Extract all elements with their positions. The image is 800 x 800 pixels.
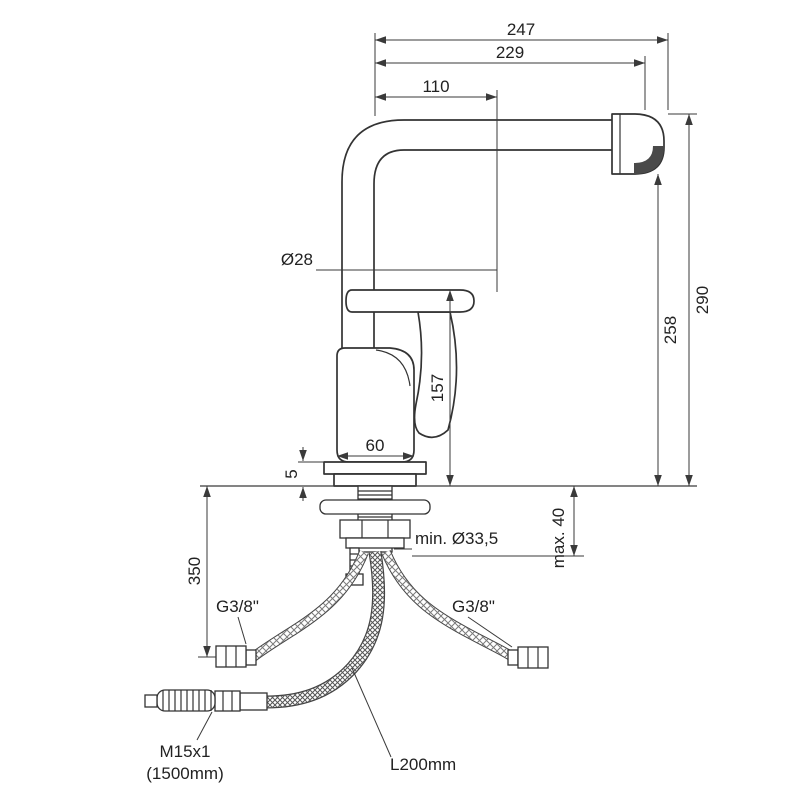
dim-label-dia28: Ø28 — [281, 250, 313, 269]
spout-pipe — [341, 119, 619, 353]
dimension-labels: 247 229 110 Ø28 290 258 157 60 5 350 min… — [146, 20, 712, 783]
dim-label-min-dia: min. Ø33,5 — [415, 529, 498, 548]
dim-label-110: 110 — [422, 77, 449, 96]
pullout-spring-guard — [156, 689, 216, 712]
washer — [345, 537, 405, 549]
hose-left-nut — [215, 645, 247, 668]
hose-left-nut-facets — [225, 646, 237, 667]
dim-label-290: 290 — [693, 286, 712, 314]
hose-right-nut — [517, 646, 549, 669]
label-l200mm: L200mm — [390, 755, 456, 774]
label-m15: M15x1 — [159, 742, 210, 761]
lock-nut — [339, 519, 411, 539]
label-1500mm: (1500mm) — [146, 764, 223, 783]
leader-m15 — [196, 711, 213, 741]
supply-hose-right — [381, 550, 549, 669]
label-g38-right: G3/8" — [452, 597, 495, 616]
shank-threads — [358, 490, 392, 518]
dim-label-60: 60 — [366, 436, 385, 455]
spray-face — [634, 146, 664, 174]
leader-g38-right — [467, 616, 513, 648]
mounting-flange — [319, 499, 431, 515]
pullout-hose — [144, 550, 386, 712]
leader-g38-left — [237, 616, 247, 645]
leader-l200 — [351, 667, 392, 758]
mixer-body — [336, 347, 415, 463]
hose-right-collar — [507, 649, 519, 666]
hose-right-nut-facets — [527, 647, 539, 668]
supply-hose-left — [215, 550, 369, 668]
pullout-collar — [239, 692, 268, 711]
base-plate-lower — [333, 473, 417, 487]
faucet-outline — [323, 113, 665, 487]
handle-top-plate — [345, 289, 475, 313]
dim-label-max40: max. 40 — [549, 508, 568, 568]
pullout-tip — [144, 694, 158, 708]
mounting-hardware — [319, 485, 431, 586]
spring-ribs — [162, 690, 212, 711]
dim-label-350: 350 — [185, 557, 204, 585]
extension-lines — [198, 33, 697, 658]
dim-label-157: 157 — [428, 374, 447, 402]
pullout-hex-facets — [222, 691, 233, 711]
label-g38-left: G3/8" — [216, 597, 259, 616]
dim-label-247: 247 — [507, 20, 535, 39]
dimension-lines — [203, 36, 693, 657]
leader-lines — [196, 269, 513, 758]
dim-label-258: 258 — [661, 316, 680, 344]
dim-label-229: 229 — [496, 43, 524, 62]
dim-label-5: 5 — [282, 469, 301, 478]
base-plate-upper — [323, 461, 427, 475]
body-dome-line — [375, 349, 411, 387]
pullout-hex-nut — [214, 690, 241, 712]
handle-lever — [413, 311, 458, 439]
lock-nut-facets — [361, 520, 389, 538]
hose-left-collar — [245, 649, 257, 666]
